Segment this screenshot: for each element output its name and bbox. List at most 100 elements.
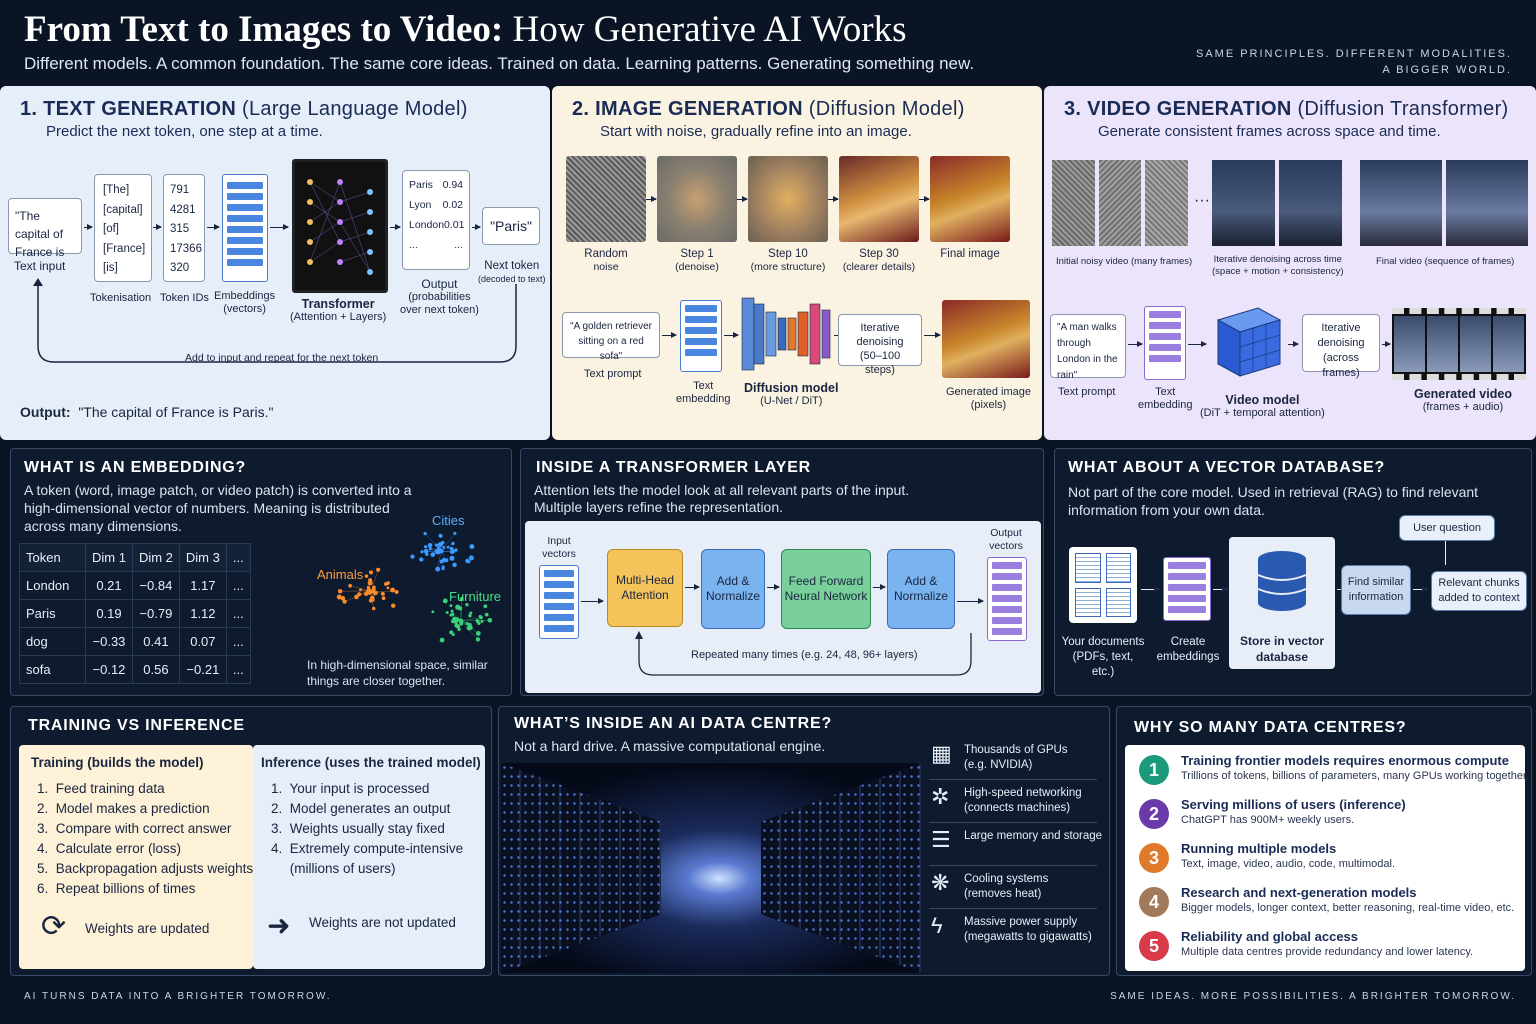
cluster-point xyxy=(455,624,461,629)
loop-arrow xyxy=(33,278,517,363)
cluster-point xyxy=(366,585,371,590)
cluster-link xyxy=(425,533,442,552)
cluster-point xyxy=(394,590,399,594)
cluster-point xyxy=(484,612,489,617)
cluster-point xyxy=(369,570,374,575)
data-centre-panel: WHAT’S INSIDE AN AI DATA CENTRE? Not a h… xyxy=(498,706,1110,976)
vector-database-panel: WHAT ABOUT A VECTOR DATABASE? Not part o… xyxy=(1054,448,1532,696)
table-cell: −0.84 xyxy=(131,571,180,600)
final-video-label: Final video (sequence of frames) xyxy=(1376,256,1515,267)
table-header-cell: Dim 1 xyxy=(85,543,133,572)
image-generation-panel: 2. IMAGE GENERATION (Diffusion Model) St… xyxy=(552,86,1042,440)
ellipsis: ··· xyxy=(1194,192,1210,209)
inference-footer: Weights are not updated xyxy=(309,915,456,930)
diffusion-step-image xyxy=(930,156,1010,242)
arrow xyxy=(873,584,886,590)
cluster-point xyxy=(348,583,352,588)
table-cell: dog xyxy=(19,627,86,656)
next-token-label: Next token(decoded to text) xyxy=(478,260,546,284)
feed-forward-block: Feed Forward Neural Network xyxy=(781,549,871,629)
arrow xyxy=(1188,341,1207,347)
section-desc-1: Attention lets the model look at all rel… xyxy=(534,482,910,498)
cluster-point xyxy=(452,616,457,621)
arrow xyxy=(84,224,93,230)
cluster-point xyxy=(376,567,381,572)
item-title: Massive power supply xyxy=(964,916,1078,928)
probability-token: ... xyxy=(409,239,418,251)
multi-head-attention-block: Multi-Head Attention xyxy=(607,549,683,627)
footer-left: AI TURNS DATA INTO A BRIGHTER TOMORROW. xyxy=(24,991,332,1002)
list-item: 4. Calculate error (loss) xyxy=(37,841,182,856)
token-id-item: 320 xyxy=(170,262,190,274)
noisy-video-label: Initial noisy video (many frames) xyxy=(1056,256,1193,267)
arrow xyxy=(153,224,162,230)
cluster-point xyxy=(368,578,373,583)
probability-token: London xyxy=(409,219,445,231)
diffusion-step-image xyxy=(748,156,828,242)
cluster-point xyxy=(438,533,443,538)
cluster-point xyxy=(445,611,449,615)
probability-value: 0.94 xyxy=(442,179,463,191)
cluster-link xyxy=(370,590,374,601)
divider xyxy=(929,865,1097,866)
cluster-point xyxy=(391,603,396,608)
transformer-graphic xyxy=(292,159,388,293)
arrow xyxy=(270,224,289,230)
arrow xyxy=(919,196,930,202)
cluster-point xyxy=(340,595,346,601)
inference-column: Inference (uses the trained model) 1. Yo… xyxy=(253,745,485,969)
store-label: Store in vector database xyxy=(1239,634,1325,664)
cluster-point xyxy=(441,557,447,563)
text-prompt-box: "A man walks through London in the rain" xyxy=(1050,314,1126,381)
arrow xyxy=(737,196,748,202)
reason-number-badge: 5 xyxy=(1139,931,1169,961)
divider xyxy=(929,908,1097,909)
page-title: From Text to Images to Video: How Genera… xyxy=(24,9,907,50)
footer-right: SAME IDEAS. MORE POSSIBILITIES. A BRIGHT… xyxy=(1110,991,1516,1002)
cluster-point xyxy=(469,611,473,615)
documents-icon xyxy=(1069,547,1137,623)
transformer-label: Transformer(Attention + Layers) xyxy=(290,297,387,324)
cluster-point xyxy=(459,597,464,601)
cluster-point xyxy=(453,531,457,536)
cluster-point xyxy=(427,542,433,548)
arrow xyxy=(1213,586,1228,592)
arrow xyxy=(1382,341,1391,347)
datacentre-item: High-speed networking(connects machines) xyxy=(964,786,1134,816)
gpu-icon: ▦ xyxy=(931,741,952,766)
input-vectors-label: Input vectors xyxy=(542,535,576,560)
input-vectors xyxy=(539,565,579,639)
loop-label: Add to input and repeat for the next tok… xyxy=(185,352,379,364)
reason-number-badge: 1 xyxy=(1139,755,1169,785)
diffusion-step-label: Step 1(denoise) xyxy=(651,248,743,274)
embeddings-vectors xyxy=(222,174,268,282)
tokens-label: Tokenisation xyxy=(90,292,152,304)
cluster-point xyxy=(386,586,390,590)
arrow xyxy=(724,332,739,338)
documents-label: Your documents (PDFs, text, etc.) xyxy=(1061,636,1145,678)
arrow xyxy=(646,196,657,202)
user-question-box: User question xyxy=(1399,515,1495,541)
video-model-label: Video model(DiT + temporal attention) xyxy=(1200,393,1325,420)
arrow xyxy=(581,598,604,604)
cluster-point xyxy=(434,543,439,547)
text-prompt-label: Text prompt xyxy=(1058,386,1116,398)
table-cell: ... xyxy=(225,655,251,684)
embedding-panel: WHAT IS AN EMBEDDING? A token (word, ima… xyxy=(10,448,512,696)
panel-subtitle: Predict the next token, one step at a ti… xyxy=(46,123,323,140)
arrow xyxy=(390,224,401,230)
repeat-loop-arrow xyxy=(635,631,972,676)
